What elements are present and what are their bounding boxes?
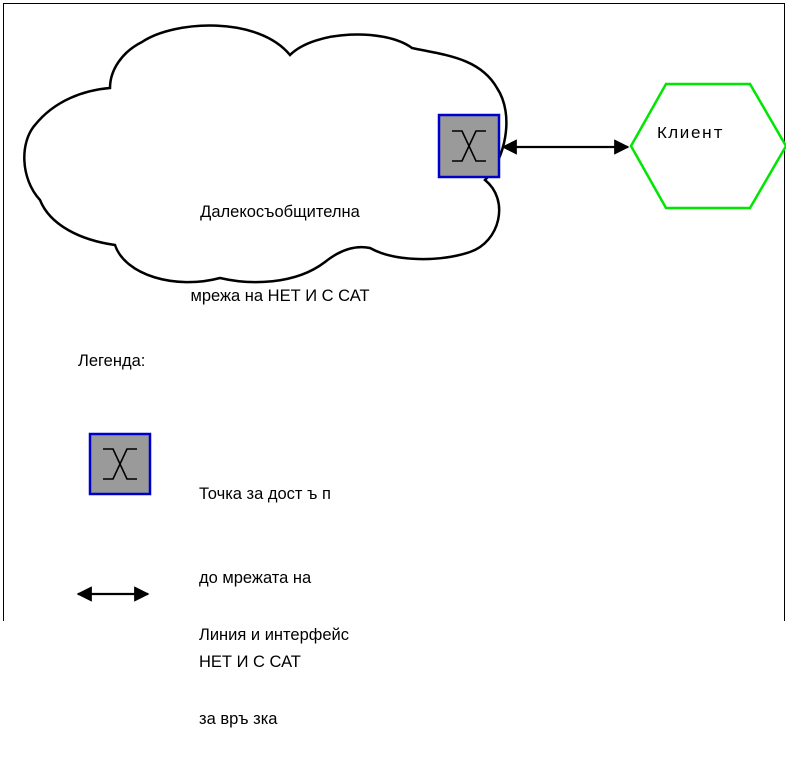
cloud-label-line1: Далекосъобщителна bbox=[200, 203, 360, 221]
legend-link-line2: за връ зка bbox=[199, 710, 278, 728]
network-cloud bbox=[23, 24, 508, 284]
legend-title: Легенда: bbox=[78, 352, 146, 370]
legend-link-line1: Линия и интерфейс bbox=[199, 626, 349, 644]
client-label: Клиент bbox=[657, 125, 725, 144]
network-cloud-label: Далекосъобщителна мрежа на НЕТ И С САТ bbox=[160, 142, 400, 338]
access-point-node[interactable] bbox=[437, 113, 501, 179]
legend-access-point-symbol bbox=[88, 432, 152, 496]
diagram-frame bbox=[3, 3, 785, 621]
network-diagram bbox=[23, 24, 786, 602]
legend-access-point-line2: до мрежата на bbox=[199, 569, 312, 587]
switch-icon bbox=[103, 448, 137, 480]
legend-access-point-line1: Точка за дост ъ п bbox=[199, 485, 331, 503]
legend-link-description: Линия и интерфейс за връ зка bbox=[199, 565, 349, 761]
cloud-label-line2: мрежа на НЕТ И С САТ bbox=[190, 287, 370, 305]
switch-icon bbox=[452, 130, 486, 162]
client-hexagon[interactable] bbox=[629, 82, 786, 210]
